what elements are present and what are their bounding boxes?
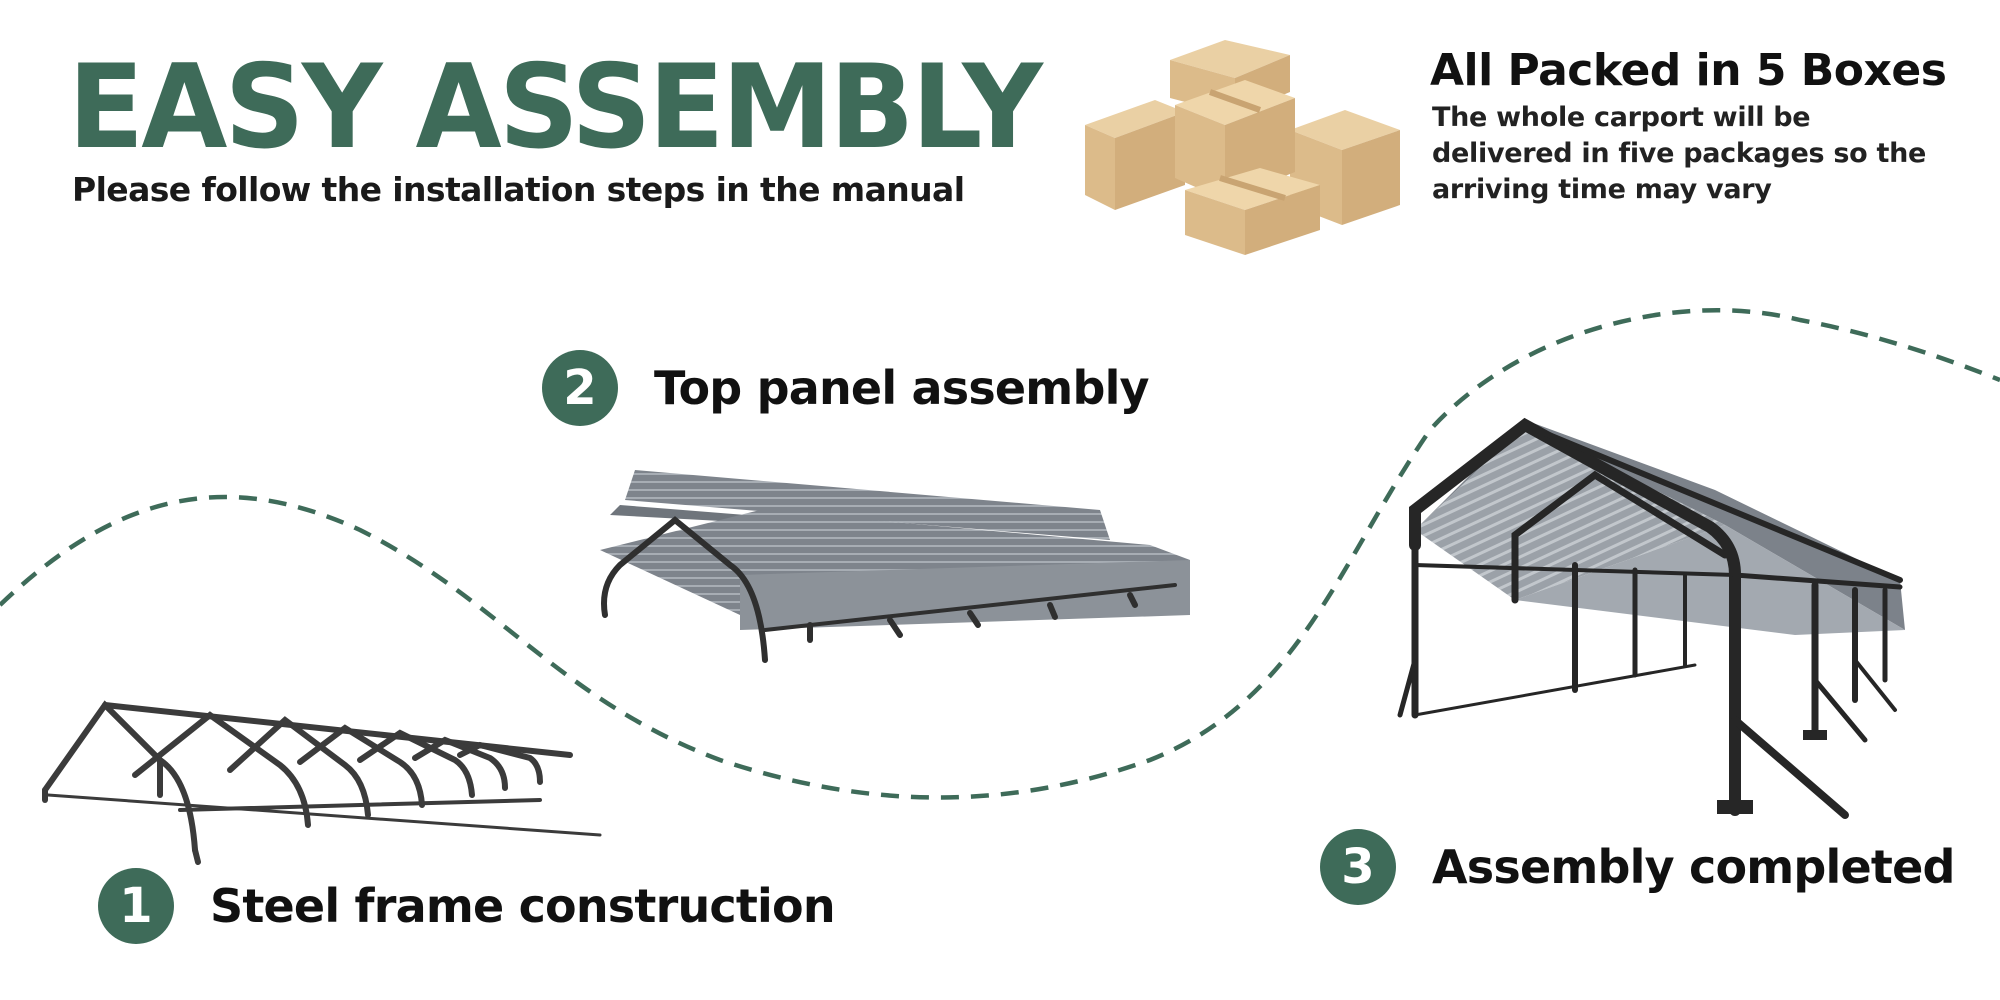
step-2: 2 Top panel assembly — [542, 350, 1150, 426]
carport-frame-icon — [42, 700, 602, 865]
step-3-number: 3 — [1320, 829, 1396, 905]
step-1: 1 Steel frame construction — [98, 868, 836, 944]
step-1-label: Steel frame construction — [210, 879, 836, 933]
page-headline: EASY ASSEMBLY — [68, 40, 1043, 175]
step-3: 3 Assembly completed — [1320, 829, 1955, 905]
page-subline: Please follow the installation steps in … — [72, 170, 965, 209]
carport-complete-icon — [1397, 417, 1905, 819]
step-2-label: Top panel assembly — [654, 361, 1150, 415]
carport-panel-icon — [600, 470, 1190, 663]
step-3-label: Assembly completed — [1432, 840, 1955, 894]
step-2-number: 2 — [542, 350, 618, 426]
packing-description: The whole carport will be delivered in f… — [1432, 102, 1927, 205]
cardboard-boxes-icon — [1085, 40, 1400, 255]
packing-title: All Packed in 5 Boxes — [1430, 45, 1947, 96]
step-1-number: 1 — [98, 868, 174, 944]
